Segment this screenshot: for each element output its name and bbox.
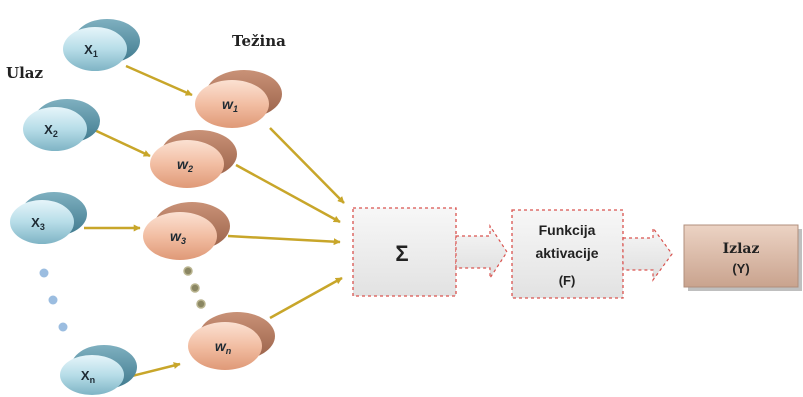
arrow-x1-w1 bbox=[125, 64, 193, 97]
output-line1: Izlaz bbox=[723, 241, 760, 257]
weight-dot bbox=[190, 283, 200, 293]
input-dot bbox=[48, 295, 58, 305]
weight-node-w3: w3 bbox=[143, 202, 230, 260]
activation-line1: Funkcija bbox=[539, 222, 596, 238]
arrow-w1-sum bbox=[269, 127, 345, 204]
weight-node-w1: w1 bbox=[195, 70, 282, 128]
input-dot bbox=[58, 322, 68, 332]
svg-text:X1: X1 bbox=[84, 42, 98, 59]
input-dot bbox=[39, 268, 49, 278]
input-node-x2: X2 bbox=[23, 99, 100, 151]
input-label: Ulaz bbox=[6, 64, 44, 82]
arrow-w3-sum bbox=[227, 234, 341, 246]
input-node-x3: X3 bbox=[10, 192, 87, 244]
svg-text:Xn: Xn bbox=[81, 368, 95, 385]
svg-text:X3: X3 bbox=[31, 215, 45, 232]
svg-text:w3: w3 bbox=[170, 228, 186, 246]
output-block: Izlaz (Y) bbox=[683, 224, 802, 291]
input-ellipsis-dots bbox=[39, 268, 68, 332]
weight-node-w2: w2 bbox=[150, 130, 237, 188]
sum-symbol: Σ bbox=[395, 241, 408, 266]
weight-dot bbox=[183, 266, 193, 276]
svg-text:w2: w2 bbox=[177, 156, 193, 174]
weight-to-sum-arrows bbox=[227, 127, 345, 320]
svg-text:wn: wn bbox=[215, 338, 232, 356]
arrow-w2-sum bbox=[235, 163, 341, 224]
activation-line2: aktivacije bbox=[535, 245, 598, 261]
arrow-sum-to-activation bbox=[455, 223, 508, 281]
activation-box bbox=[511, 209, 624, 299]
weight-label: Težina bbox=[232, 32, 286, 50]
input-node-x1: X1 bbox=[63, 19, 140, 71]
weight-ellipsis-dots bbox=[183, 266, 206, 309]
sum-box bbox=[352, 207, 457, 297]
svg-text:w1: w1 bbox=[222, 96, 238, 114]
svg-text:X2: X2 bbox=[44, 122, 58, 139]
output-box bbox=[683, 224, 799, 288]
weight-nodes: w1 w2 w3 wn bbox=[143, 70, 282, 370]
sum-block: Σ bbox=[352, 207, 457, 297]
output-line2: (Y) bbox=[732, 261, 749, 276]
activation-block: Funkcija aktivacije (F) bbox=[511, 209, 624, 299]
arrow-wn-sum bbox=[269, 276, 343, 320]
arrow-activation-to-output bbox=[622, 226, 673, 282]
weight-node-wn: wn bbox=[188, 312, 275, 370]
arrow-x2-w2 bbox=[89, 126, 151, 158]
input-node-xn: Xn bbox=[60, 345, 137, 395]
input-nodes: X1 X2 X3 Xn bbox=[10, 19, 140, 395]
weight-dot bbox=[196, 299, 206, 309]
activation-line3: (F) bbox=[559, 273, 576, 288]
